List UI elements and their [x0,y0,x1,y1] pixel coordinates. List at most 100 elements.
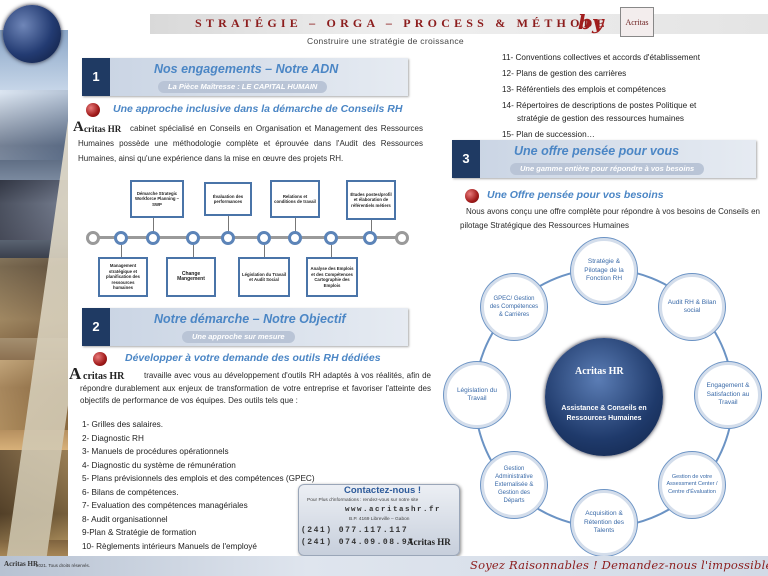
timeline-node [324,231,338,245]
section-2-paragraph: travaille avec vous au développement d'o… [80,371,431,405]
section-3-paragraph: Nous avons conçu une offre complète pour… [460,207,760,230]
page-subtitle: Construire une stratégie de croissance [307,36,464,46]
strip-image-1 [0,90,68,160]
brand-logo: Acritas [620,7,654,37]
timeline-node [257,231,271,245]
section-1-paragraph: cabinet spécialisé en Conseils en Organi… [78,124,423,163]
header-bar: STRATÉGIE – ORGA – PROCESS & MÉTHODE by … [0,0,768,46]
section-3-title: Une offre pensée pour vous [514,144,680,158]
tools-list-continued: 11- Conventions collectives et accords d… [502,51,700,141]
section-1-title: Nos engagements – Notre ADN [154,62,339,76]
acritas-logo-a: A [73,119,84,135]
globe-logo [3,5,61,63]
process-box-top-1: Démarche Strategic Workforce Planning –S… [130,180,184,218]
list-item: 10- Règlements intérieurs Manuels de l'e… [82,541,257,551]
section-1-banner: 1 Nos engagements – Notre ADN La Pièce M… [82,58,408,96]
contact-website[interactable]: www.acritashr.fr [345,506,442,514]
process-connector [121,245,122,257]
list-item: 5- Plans prévisionnels des emplois et de… [82,474,315,483]
section-2-number: 2 [82,308,110,346]
timeline-node [114,231,128,245]
process-box-bottom-3: Législation du Travail et Audit Social [238,257,290,297]
process-timeline [92,236,397,239]
footer-slogan: Soyez Raisonnables ! Demandez-nous l'imp… [470,558,768,572]
contact-phone-1: (241) 077.117.117 [301,526,409,535]
offer-center-circle: Acritas HR Assistance & Conseils en Ress… [545,338,663,456]
timeline-node [146,231,160,245]
offer-node-audit: Audit RH & Bilan social [659,274,725,340]
list-item: 2- Diagnostic RH [82,433,144,443]
tools-list: 1- Grilles des salaires. 2- Diagnostic R… [82,418,315,553]
process-box-bottom-4: Analyse des Emplois et des Compétences C… [306,257,358,297]
acritas-logo: A [73,119,84,136]
offer-node-talents: Acquisition & Rétention des Talents [571,490,637,556]
process-connector [193,245,194,257]
offer-node-strategy: Stratégie & Pilotage de la Fonction RH [571,238,637,304]
bullet-dot [86,103,100,117]
offer-node-legislation: Législation du Travail [444,362,510,428]
list-item: stratégie de gestion des ressources huma… [517,114,685,123]
process-connector [153,218,154,236]
process-box-bottom-2: Change Mangement [166,257,216,297]
timeline-node [288,231,302,245]
acritas-logo-a: A [575,366,583,377]
contact-info-line: Pour Plus d'informations : rendez-vous s… [307,498,419,503]
acritas-logo: A [69,364,81,384]
section-1-heading: Une approche inclusive dans la démarche … [113,103,403,115]
list-item: 9-Plan & Stratégie de formation [82,528,197,537]
contact-phone-2: (241) 074.09.08.97 [301,538,415,547]
list-item: 7- Evaluation des compétences managérial… [82,501,248,510]
acritas-logo-text: critas HR [582,366,624,377]
acritas-logo-text: critas HR [84,124,122,134]
header-band [150,14,768,34]
timeline-node [186,231,200,245]
list-item: 6- Bilans de compétences. [82,487,179,497]
bullet-dot [465,189,479,203]
list-item: 11- Conventions collectives et accords d… [502,53,701,62]
process-box-top-3: Relations et conditions de travail [270,180,320,218]
acritas-logo: Acritas HR [575,366,624,377]
footer-bar: Acritas HR 2021. Tous droits réservés. S… [0,556,768,576]
section-1-subtitle: La Pièce Maîtresse : LE CAPITAL HUMAIN [158,81,328,93]
list-item: 14- Répertoires de descriptions de poste… [502,101,697,110]
process-box-top-2: Évaluation des performances [204,182,252,216]
timeline-node [221,231,235,245]
acritas-logo-text: critas HR [83,371,125,382]
offer-node-admin: Gestion Administrative Externalisée & Ge… [481,452,547,518]
list-item: 12- Plans de gestion des carrières [502,69,627,78]
section-2-title: Notre démarche – Notre Objectif [154,312,346,326]
acritas-logo-a: A [69,364,82,383]
process-connector [264,245,265,257]
bullet-dot [93,352,107,366]
process-connector [228,216,229,236]
process-box-bottom-1: Management stratégique et planification … [98,257,148,297]
acritas-logo-a: A [4,560,10,568]
timeline-node [363,231,377,245]
acritas-logo-a: A [407,537,414,547]
section-3-number: 3 [452,140,480,178]
timeline-node [395,231,409,245]
process-connector [331,245,332,257]
process-connector [371,220,372,236]
offer-node-engagement: Engagement & Satisfaction au Travail [695,362,761,428]
list-item: 1- Grilles des salaires. [82,420,163,429]
list-item: 8- Audit organisationnel [82,514,168,524]
process-box-top-4: Études postes/profil et élaboration de r… [346,180,396,220]
section-3-banner: 3 Une offre pensée pour vous Une gamme e… [452,140,756,178]
timeline-node [86,231,100,245]
offer-node-gpec: GPEC/ Gestion des Compétences & Carrière… [481,274,547,340]
page-title: STRATÉGIE – ORGA – PROCESS & MÉTHODE [195,16,609,30]
acritas-logo: Acritas HR [407,537,451,547]
section-3-subtitle: Une gamme entière pour répondre à vos be… [510,163,705,175]
footer-logo: Acritas HR [4,560,38,568]
list-item: 15- Plan de succession… [502,130,595,139]
section-3-heading: Une Offre pensée pour vos besoins [487,189,664,201]
acritas-logo-text: critas HR [9,560,39,568]
acritas-logo-text: critas HR [413,537,451,547]
offer-center-label: Assistance & Conseils en Ressources Huma… [561,405,647,422]
process-connector [295,218,296,236]
section-2-heading: Développer à votre demande des outils RH… [125,352,381,364]
by-label: by [578,10,604,34]
section-2-subtitle: Une approche sur mesure [182,331,295,343]
decorative-strip [0,30,68,556]
